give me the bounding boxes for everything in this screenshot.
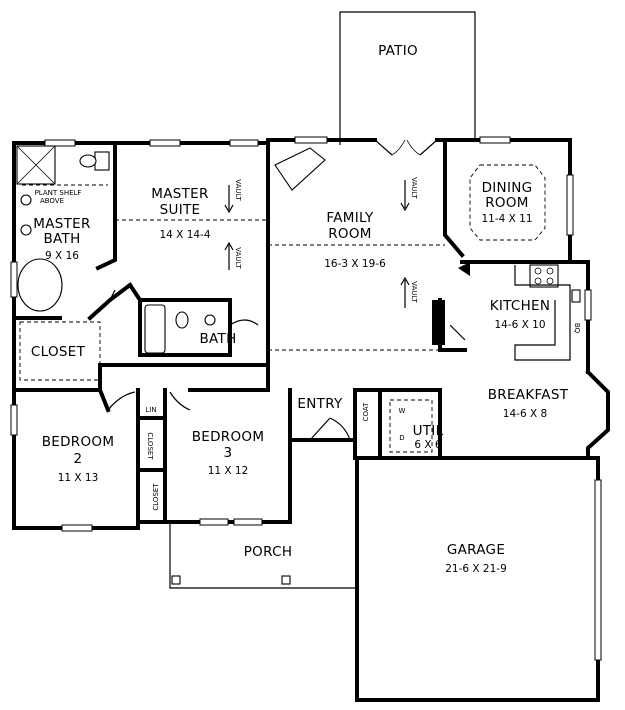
master-bath-label-1: MASTER — [33, 216, 90, 232]
master-suite-label-1: MASTER — [151, 186, 208, 202]
family-room-label-1: FAMILY — [326, 210, 374, 226]
lin-label: LIN — [145, 406, 156, 414]
porch-label: PORCH — [244, 544, 293, 560]
kitchen-dims: 14-6 X 10 — [494, 319, 545, 331]
bedroom3-label-1: BEDROOM — [192, 429, 265, 445]
bath-label: BATH — [199, 331, 236, 347]
vault-label-family-top: VAULT — [410, 177, 418, 199]
vault-label-suite-bottom: VAULT — [234, 247, 242, 269]
util-label: UTIL — [413, 423, 444, 439]
garage-label: GARAGE — [447, 542, 505, 558]
entry-label: ENTRY — [297, 396, 343, 412]
vault-label-suite-top: VAULT — [234, 179, 242, 201]
dining-room-label-1: DINING — [482, 180, 533, 196]
master-bath-label-2: BATH — [43, 231, 80, 247]
breakfast-label: BREAKFAST — [488, 387, 569, 403]
windows — [10, 136, 602, 661]
garage-dims: 21-6 X 21-9 — [445, 563, 507, 575]
family-room-label-2: ROOM — [328, 226, 371, 242]
bedroom2-label-1: BEDROOM — [42, 434, 115, 450]
family-room-dims: 16-3 X 19-6 — [324, 258, 386, 270]
dryer-label: D — [399, 434, 404, 442]
dashed-lines — [19, 164, 546, 453]
closet-b3-label: CLOSET — [146, 432, 154, 460]
patio-label: PATIO — [378, 43, 418, 59]
util-dims: 6 X 6 — [414, 439, 442, 451]
master-suite-label-2: SUITE — [160, 202, 201, 218]
bedroom3-label-2: 3 — [224, 445, 233, 461]
porch-outline — [169, 522, 357, 589]
coat-label: COAT — [362, 402, 370, 422]
master-suite-dims: 14 X 14-4 — [159, 229, 210, 241]
pan-label: PAN — [434, 313, 444, 331]
vault-label-family-bottom: VAULT — [410, 281, 418, 303]
closet-b2-label: CLOSET — [152, 483, 160, 511]
bedroom3-dims: 11 X 12 — [208, 465, 249, 477]
kitchen-label: KITCHEN — [490, 298, 551, 314]
plant-shelf-label-1: PLANT SHELF — [35, 189, 82, 197]
breakfast-dims: 14-6 X 8 — [503, 408, 547, 420]
dining-room-dims: 11-4 X 11 — [481, 213, 532, 225]
bedroom2-dims: 11 X 13 — [58, 472, 99, 484]
doors — [107, 139, 466, 441]
closet-label: CLOSET — [31, 344, 86, 360]
washer-label: W — [399, 407, 406, 415]
plant-shelf-label-2: ABOVE — [40, 197, 64, 205]
fixtures — [16, 145, 581, 361]
master-bath-dims: 9 X 16 — [45, 250, 79, 262]
vault-markers — [224, 180, 410, 308]
patio-outline — [339, 11, 476, 145]
bq-label: BQ — [573, 323, 581, 334]
bedroom2-label-2: 2 — [74, 451, 83, 467]
dining-room-label-2: ROOM — [485, 195, 528, 211]
